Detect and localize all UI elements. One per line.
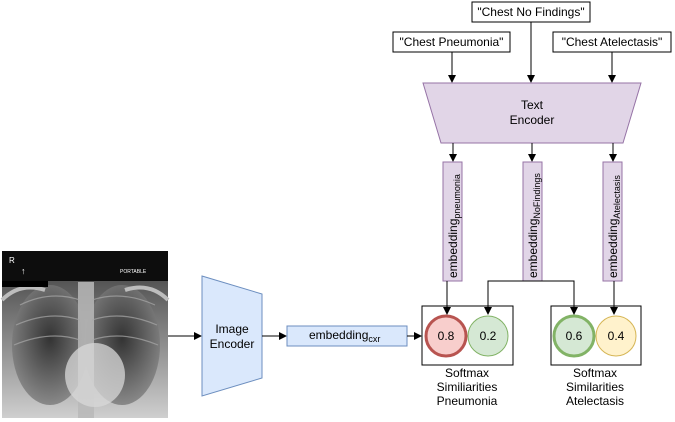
embedding-pneumonia-label: embeddingpneumonia xyxy=(446,174,462,278)
image-encoder: Image Encoder xyxy=(201,275,263,397)
prompt-atelectasis: "Chest Atelectasis" xyxy=(552,31,672,53)
embedding-cxr: embeddingcxr xyxy=(286,325,408,347)
score-pneumonia-circle xyxy=(424,314,468,358)
softmax-pneumonia-box: 0.8 0.2 xyxy=(421,305,514,366)
caption-pneumonia-line1: Softmax xyxy=(445,366,489,380)
chest-xray-image: R ↑ PORTABLE xyxy=(0,251,170,418)
score-pneumonia-value: 0.8 xyxy=(438,329,455,343)
embedding-no-findings-label: embeddingNoFindings xyxy=(526,173,542,278)
embedding-pneumonia: embeddingpneumonia xyxy=(442,161,463,282)
encoder-output-arrows xyxy=(449,143,617,162)
prompt-no-findings-label: "Chest No Findings" xyxy=(477,5,584,19)
arrow-nofindings-to-score-2 xyxy=(532,280,578,315)
image-encoder-line2: Encoder xyxy=(210,337,255,351)
prompt-no-findings: "Chest No Findings" xyxy=(471,1,591,23)
prompt-arrows xyxy=(448,22,616,83)
prompt-pneumonia: "Chest Pneumonia" xyxy=(392,31,511,53)
caption-pneumonia-line3: Pneumonia xyxy=(437,394,498,408)
text-encoder-shape xyxy=(422,82,642,144)
embedding-atelectasis: embeddingAtelectasis xyxy=(602,161,623,282)
embedding-cxr-label: embeddingcxr xyxy=(309,328,380,344)
text-encoder-line2: Encoder xyxy=(510,113,555,127)
softmax-atelectasis-caption: Softmax Similarities Atelectasis xyxy=(566,366,624,408)
caption-atelectasis-line1: Softmax xyxy=(573,366,617,380)
embedding-score-arrows xyxy=(443,280,618,315)
embedding-atelectasis-label: embeddingAtelectasis xyxy=(606,175,622,278)
score-atelectasis-circle xyxy=(552,314,596,358)
prompt-pneumonia-label: "Chest Pneumonia" xyxy=(400,35,504,49)
xray-portable-label: PORTABLE xyxy=(120,269,147,275)
softmax-pneumonia-caption: Softmax Similiarities Pneumonia xyxy=(437,366,498,408)
softmax-atelectasis-box: 0.6 0.4 xyxy=(550,305,642,366)
image-encoder-shape xyxy=(201,275,263,397)
text-encoder: Text Encoder xyxy=(422,82,642,144)
arrow-nofindings-to-score-1 xyxy=(484,280,532,315)
score-nofindings-value-2: 0.4 xyxy=(608,329,625,343)
score-nofindings-circle-2 xyxy=(595,315,637,357)
score-nofindings-circle-1 xyxy=(467,315,509,357)
image-encoder-line1: Image xyxy=(215,322,249,336)
text-encoder-line1: Text xyxy=(521,98,544,112)
score-atelectasis-value: 0.6 xyxy=(566,329,583,343)
caption-atelectasis-line3: Atelectasis xyxy=(566,394,624,408)
caption-atelectasis-line2: Similarities xyxy=(566,380,624,394)
score-nofindings-value-1: 0.2 xyxy=(480,329,497,343)
embedding-no-findings: embeddingNoFindings xyxy=(522,161,543,282)
prompt-atelectasis-label: "Chest Atelectasis" xyxy=(562,35,663,49)
xray-marker-r: R xyxy=(9,256,15,265)
caption-pneumonia-line2: Similiarities xyxy=(437,380,498,394)
xray-marker-arrow: ↑ xyxy=(21,266,26,276)
